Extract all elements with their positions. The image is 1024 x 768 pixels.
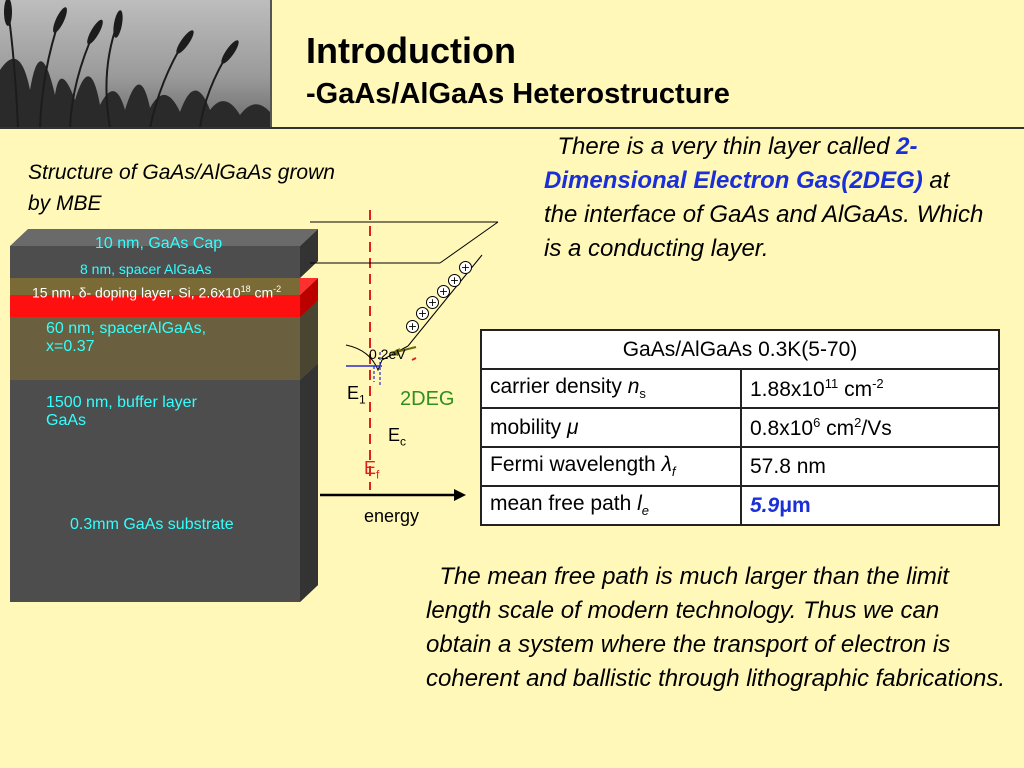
header-divider-vertical (270, 0, 272, 128)
table-cell-property: mean free path le (480, 485, 742, 526)
gap-label: 0.2eV (369, 346, 406, 362)
structure-caption: Structure of GaAs/AlGaAs grown by MBE (28, 161, 335, 215)
conclusion-paragraph: The mean free path is much larger than t… (426, 563, 1006, 692)
band-diagram (310, 210, 499, 501)
cap-label: 10 nm, GaAs Cap (95, 235, 223, 252)
table-header-row: GaAs/AlGaAs 0.3K(5-70) (480, 329, 1000, 370)
energy-axis-label: energy (364, 506, 420, 526)
spacer-60nm-layer (10, 315, 300, 380)
intro-lead: There is a very thin layer called (557, 133, 897, 160)
buffer-layer (10, 380, 300, 465)
table-cell-value: 1.88x1011 cm-2 (740, 368, 1000, 409)
intro-rest: at the interface of GaAs and AlGaAs. Whi… (544, 167, 984, 262)
table-header: GaAs/AlGaAs 0.3K(5-70) (480, 329, 1000, 370)
table-cell-property: Fermi wavelength λf (480, 446, 742, 487)
intro-highlight: 2-Dimensional Electron Gas(2DEG) (544, 133, 923, 194)
layer-stack-diagram (10, 229, 318, 602)
donor-ion-icon: + (459, 261, 472, 274)
spacer-60nm-label: 60 nm, spacerAlGaAs,x=0.37 (46, 320, 207, 355)
wheat-field-image (0, 0, 270, 128)
table-row: mobility μ 0.8x106 cm2/Vs (480, 407, 1000, 448)
intro-paragraph: There is a very thin layer called 2-Dime… (544, 130, 984, 266)
table-row: mean free path le 5.9μm (480, 485, 1000, 526)
table-row: carrier density ns 1.88x1011 cm-2 (480, 368, 1000, 409)
slide-title: Introduction (306, 30, 516, 71)
donor-ion-icon: + (437, 285, 450, 298)
deg-label: 2DEG (400, 388, 455, 410)
table-cell-value: 57.8 nm (740, 446, 1000, 487)
donor-ion-icon: + (448, 274, 461, 287)
slide-subtitle: -GaAs/AlGaAs Heterostructure (306, 78, 730, 110)
table-cell-property: carrier density ns (480, 368, 742, 409)
cap-layer (10, 246, 300, 278)
table-row: Fermi wavelength λf 57.8 nm (480, 446, 1000, 487)
donor-ion-icon: + (416, 307, 429, 320)
table-cell-value: 0.8x106 cm2/Vs (740, 407, 1000, 448)
e1-label: E1 (347, 383, 366, 407)
properties-table: GaAs/AlGaAs 0.3K(5-70) carrier density n… (480, 329, 1000, 526)
energy-axis-arrow (454, 489, 466, 501)
spacer-8nm-layer (10, 278, 300, 295)
doping-layer (10, 295, 300, 317)
ec-label: Ec (388, 425, 407, 449)
table-cell-property: mobility μ (480, 407, 742, 448)
header-photo (0, 0, 270, 128)
header-divider (0, 127, 1024, 129)
doping-label: 15 nm, δ- doping layer, Si, 2.6x1018 cm-… (32, 284, 282, 301)
donor-ion-icon: + (426, 296, 439, 309)
table-cell-value: 5.9μm (740, 485, 1000, 526)
substrate-label: 0.3mm GaAs substrate (70, 516, 234, 533)
donor-ion-icon: + (406, 320, 419, 333)
spacer-8nm-label: 8 nm, spacer AlGaAs (80, 261, 212, 277)
ef-label: Ef (364, 458, 380, 482)
